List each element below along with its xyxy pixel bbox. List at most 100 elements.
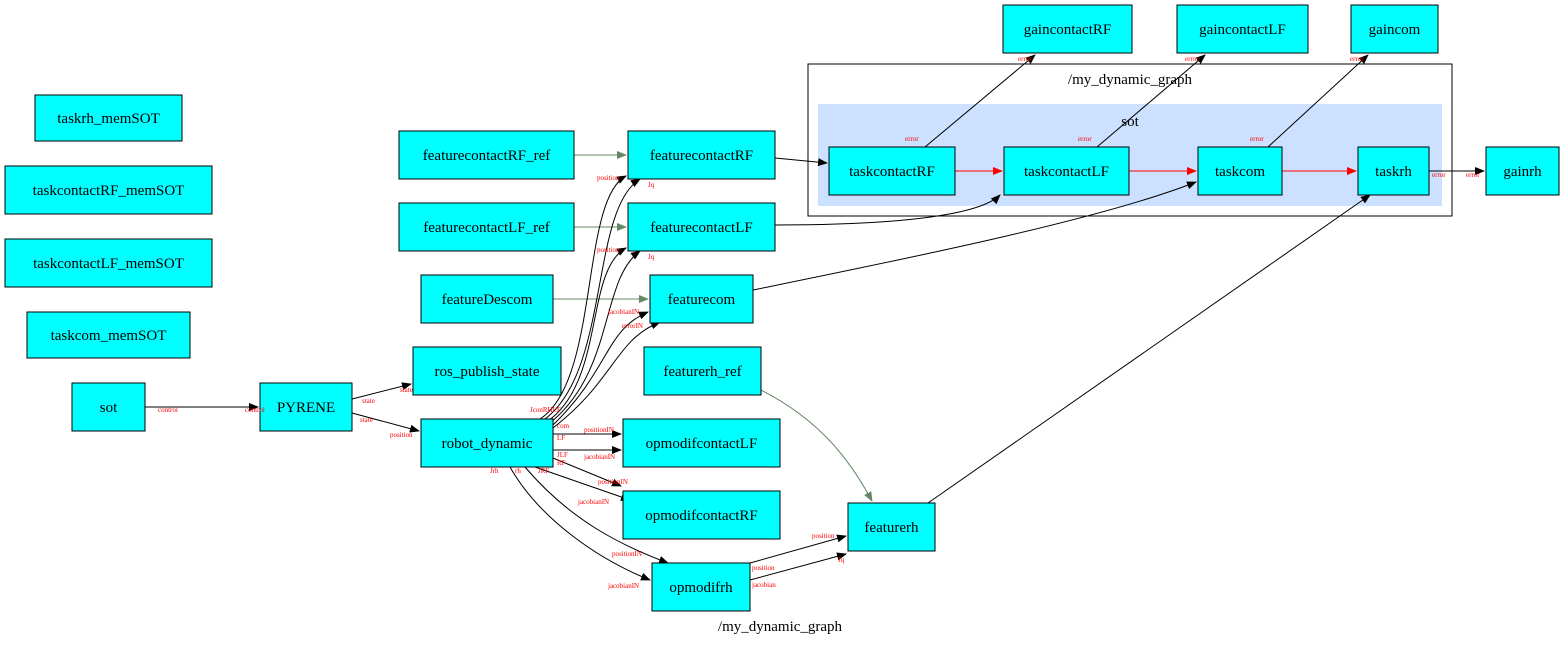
edge-head-label: error: [1185, 55, 1199, 63]
node-label: taskcom: [1215, 164, 1265, 180]
node-label: sot: [100, 400, 118, 416]
edge-head-label: errorIN: [622, 322, 643, 330]
node-taskcom_memSOT[interactable]: taskcom_memSOT: [26, 311, 191, 359]
node-label: PYRENE: [277, 400, 335, 416]
node-label: featurerh: [864, 520, 919, 536]
node-box: [643, 346, 762, 396]
node-box: [420, 418, 554, 468]
node-taskrh_memSOT[interactable]: taskrh_memSOT: [34, 94, 183, 142]
edge-robot_dynamic-to-featurecontactRF: [539, 175, 627, 420]
node-box: [649, 274, 754, 324]
node-taskcontactLF[interactable]: taskcontactLF: [1003, 146, 1130, 196]
edge-head-label: position: [597, 174, 620, 182]
node-taskcom[interactable]: taskcom: [1197, 146, 1283, 196]
edge-line: [752, 181, 1197, 291]
node-featurecom[interactable]: featurecom: [649, 274, 754, 324]
node-label: featurecontactLF_ref: [423, 220, 550, 236]
node-label: gainrh: [1503, 164, 1542, 180]
edge-tail-label: LF: [557, 434, 565, 442]
edge-head-label: jacobianIN: [583, 453, 615, 461]
node-gaincom[interactable]: gaincom: [1350, 4, 1439, 54]
node-box: [34, 94, 183, 142]
edge-line: [539, 175, 627, 420]
node-taskcontactRF_memSOT[interactable]: taskcontactRF_memSOT: [4, 165, 213, 215]
node-label: featurecom: [668, 292, 736, 308]
node-gainrh[interactable]: gainrh: [1485, 146, 1560, 196]
node-label: taskcontactLF: [1024, 164, 1109, 180]
edge-tail-label: Jrh: [490, 467, 499, 475]
edge-line: [534, 466, 631, 501]
edge-featurerh_ref-to-featurerh: [760, 389, 873, 502]
node-box: [651, 562, 751, 612]
node-label: opmodifcontactLF: [646, 436, 758, 452]
node-box: [4, 165, 213, 215]
node-box: [398, 202, 575, 252]
node-box: [4, 238, 213, 288]
node-label: gaincontactRF: [1024, 22, 1111, 38]
node-box: [622, 418, 781, 468]
edge-featurerh-to-taskrh: [927, 194, 1371, 504]
node-label: featurecontactLF: [650, 220, 752, 236]
edge-line: [927, 194, 1371, 504]
edge-tail-label: jacobian: [751, 581, 776, 589]
edge-PYRENE-to-robot_dynamic: [351, 412, 420, 433]
node-label: gaincom: [1369, 22, 1421, 38]
edge-PYRENE-to-ros_publish_state: [351, 382, 412, 400]
node-taskcontactLF_memSOT[interactable]: taskcontactLF_memSOT: [4, 238, 213, 288]
edge-tail-label: JconRHLF: [530, 406, 561, 414]
edge-head-label: state: [400, 386, 413, 394]
node-sot_entity[interactable]: sot: [71, 382, 146, 432]
node-robot_dynamic[interactable]: robot_dynamic: [420, 418, 554, 468]
node-box: [1002, 4, 1133, 54]
node-label: taskrh_memSOT: [57, 111, 160, 127]
node-box: [828, 146, 956, 196]
node-label: taskcontactRF: [849, 164, 935, 180]
edge-line: [524, 466, 669, 564]
node-box: [1197, 146, 1283, 196]
edge-line: [760, 389, 873, 502]
edge-tail-label: com: [557, 422, 570, 430]
edge-tail-label: JRF: [538, 467, 549, 475]
node-gaincontactLF[interactable]: gaincontactLF: [1176, 4, 1309, 54]
node-featurecontactLF[interactable]: featurecontactLF: [627, 202, 776, 252]
node-featureDescom[interactable]: featureDescom: [420, 274, 554, 324]
graph-label: /my_dynamic_graph: [718, 619, 843, 635]
node-taskrh[interactable]: taskrh: [1357, 146, 1430, 196]
edge-tail-label: error: [1078, 135, 1092, 143]
node-label: ros_publish_state: [435, 364, 540, 380]
edge-head-label: Jq: [838, 556, 845, 564]
edge-line: [351, 382, 412, 400]
edge-tail-label: position: [752, 564, 775, 572]
node-featurecontactLF_ref[interactable]: featurecontactLF_ref: [398, 202, 575, 252]
edge-tail-label: error: [1432, 171, 1446, 179]
edge-line: [749, 552, 847, 581]
node-opmodifcontactLF[interactable]: opmodifcontactLF: [622, 418, 781, 468]
node-ros_publish_state[interactable]: ros_publish_state: [412, 346, 562, 396]
node-label: opmodifrh: [669, 580, 733, 596]
cluster-label: /my_dynamic_graph: [1068, 72, 1193, 88]
node-opmodifcontactRF[interactable]: opmodifcontactRF: [622, 490, 781, 540]
node-gaincontactRF[interactable]: gaincontactRF: [1002, 4, 1133, 54]
edge-head-label: jacobianIN: [577, 498, 609, 506]
node-PYRENE[interactable]: PYRENE: [259, 382, 353, 432]
edge-line: [1096, 54, 1206, 148]
edge-taskcom-to-gaincom: [1267, 54, 1369, 148]
edge-robot_dynamic-to-featurecontactLF: [549, 250, 641, 424]
node-opmodifrh[interactable]: opmodifrh: [651, 562, 751, 612]
edge-line: [774, 157, 828, 167]
edge-head-label: error: [1350, 55, 1364, 63]
edge-head-label: error: [1466, 171, 1480, 179]
node-label: featurerh_ref: [663, 364, 741, 380]
node-featurecontactRF[interactable]: featurecontactRF: [627, 130, 776, 180]
node-box: [26, 311, 191, 359]
edge-head-label: control: [245, 406, 265, 414]
edge-line: [544, 178, 641, 420]
node-taskcontactRF[interactable]: taskcontactRF: [828, 146, 956, 196]
node-featurerh[interactable]: featurerh: [847, 502, 936, 552]
node-label: taskcom_memSOT: [51, 328, 167, 344]
edge-robot_dynamic-to-opmodifrh: [509, 466, 651, 581]
edge-tail-label: control: [158, 406, 178, 414]
node-featurerh_ref[interactable]: featurerh_ref: [643, 346, 762, 396]
node-featurecontactRF_ref[interactable]: featurecontactRF_ref: [398, 130, 575, 180]
